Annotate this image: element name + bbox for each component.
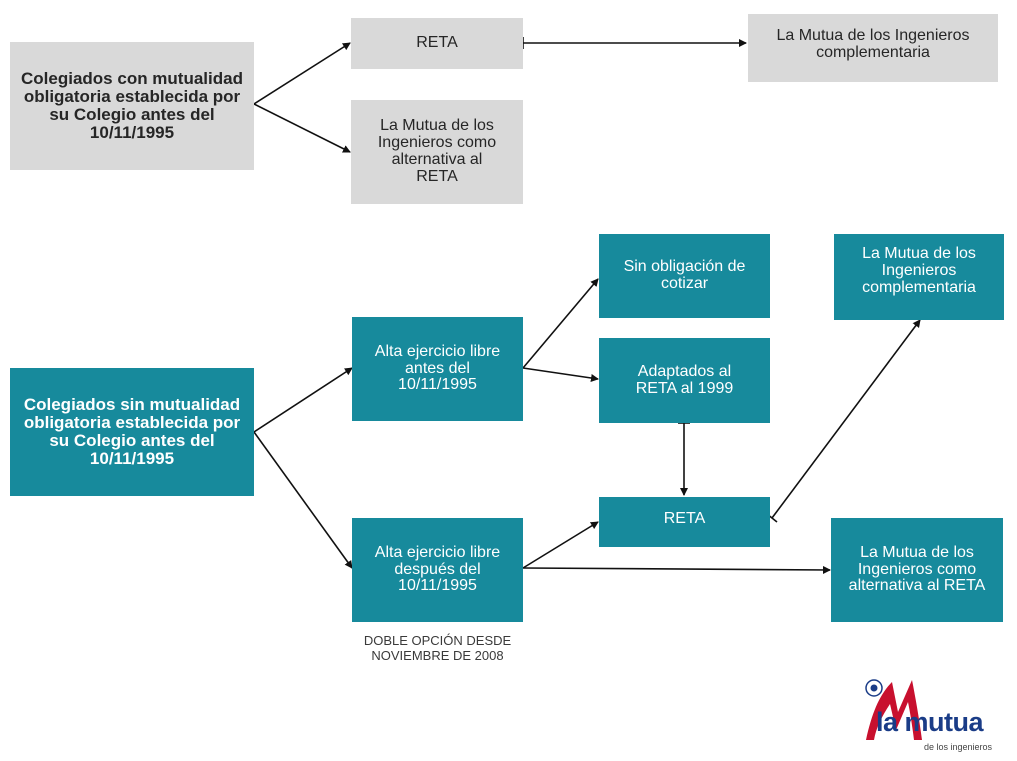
arrow-source-to-alta-antes [253, 367, 353, 433]
logo-mark-icon [865, 679, 922, 740]
node-reta-top: RETA [351, 18, 523, 69]
node-colegiados-con-mutualidad: Colegiados con mutualidad obligatoria es… [10, 42, 254, 170]
arrow-reta-to-complementaria-bottom [771, 319, 921, 519]
node-mutua-alternativa-bottom: La Mutua de los Ingenieros como alternat… [831, 518, 1003, 622]
arrow-alta-antes-to-adaptados [522, 367, 599, 382]
node-sin-obligacion: Sin obligación de cotizar [599, 234, 770, 318]
arrow-source-to-alta-despues [253, 431, 353, 569]
node-mutua-alternativa-top: La Mutua de los Ingenieros como alternat… [351, 100, 523, 204]
la-mutua-logo: la mutua de los ingenieros [852, 672, 1017, 756]
node-alta-despues: Alta ejercicio libre después del 10/11/1… [352, 518, 523, 622]
node-colegiados-sin-mutualidad: Colegiados sin mutualidad obligatoria es… [10, 368, 254, 496]
node-mutua-complementaria-bottom: La Mutua de los Ingenieros complementari… [834, 234, 1004, 320]
node-reta-bottom: RETA [599, 497, 770, 547]
arrow-alta-antes-to-sin-obligacion [522, 278, 599, 369]
node-adaptados: Adaptados al RETA al 1999 [599, 338, 770, 423]
caption-doble-opcion: DOBLE OPCIÓN DESDE NOVIEMBRE DE 2008 [363, 633, 512, 663]
arrow-top-source-to-alternativa [253, 103, 351, 153]
arrow-alta-despues-to-alternativa [522, 565, 831, 574]
node-alta-antes: Alta ejercicio libre antes del 10/11/199… [352, 317, 523, 421]
arrow-top-source-to-reta [253, 42, 351, 105]
node-mutua-complementaria-top: La Mutua de los Ingenieros complementari… [748, 14, 998, 82]
logo-main-text: la mutua [876, 707, 984, 737]
arrow-alta-despues-to-reta [522, 521, 599, 569]
logo-sub-text: de los ingenieros [924, 742, 993, 752]
